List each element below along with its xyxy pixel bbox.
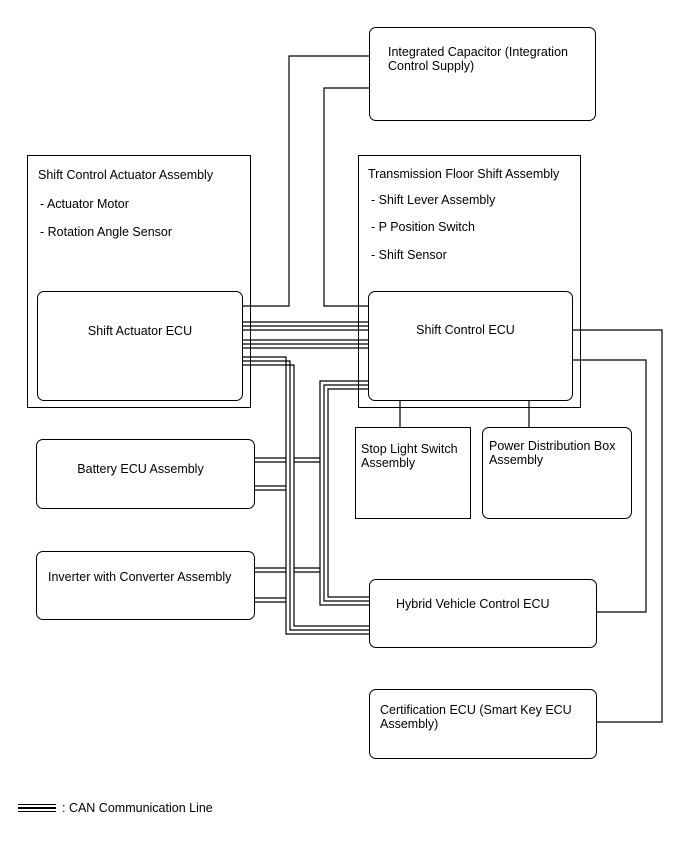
stop-light-switch-assembly-box: Stop Light Switch Assembly	[355, 427, 471, 519]
shift-actuator-ecu-label: Shift Actuator ECU	[87, 324, 193, 338]
integrated-capacitor-box: Integrated Capacitor (Integration Contro…	[369, 27, 596, 121]
actuator-motor-item: - Actuator Motor	[40, 197, 129, 211]
battery-ecu-assembly-label: Battery ECU Assembly	[77, 462, 204, 476]
can-line-legend-label: : CAN Communication Line	[62, 801, 213, 815]
power-distribution-box-assembly-label: Power Distribution Box Assembly	[489, 439, 616, 467]
integrated-capacitor-label: Integrated Capacitor (Integration Contro…	[388, 45, 568, 73]
shift-control-ecu-box: Shift Control ECU	[368, 291, 573, 401]
shift-control-actuator-assembly-group: Shift Control Actuator Assembly - Actuat…	[27, 155, 251, 408]
rotation-angle-sensor-item: - Rotation Angle Sensor	[40, 225, 173, 239]
certification-ecu-label: Certification ECU (Smart Key ECU Assembl…	[380, 703, 572, 731]
shift-sensor-item: - Shift Sensor	[371, 248, 447, 262]
inverter-with-converter-assembly-box: Inverter with Converter Assembly	[36, 551, 255, 620]
can-bus-actuator-to-control	[242, 321, 368, 349]
transmission-floor-shift-assembly-title: Transmission Floor Shift Assembly	[368, 167, 560, 181]
power-distribution-box-assembly-box: Power Distribution Box Assembly	[482, 427, 632, 519]
can-bus-left-vertical	[242, 356, 370, 635]
hybrid-vehicle-control-ecu-box: Hybrid Vehicle Control ECU	[369, 579, 597, 648]
p-position-switch-item: - P Position Switch	[371, 220, 475, 234]
capacitor-to-shift-control-line	[323, 87, 370, 307]
battery-ecu-assembly-box: Battery ECU Assembly	[36, 439, 255, 509]
can-bus-right-vertical	[294, 380, 370, 606]
control-to-certification-line	[572, 329, 663, 723]
shift-actuator-ecu-box: Shift Actuator ECU	[37, 291, 243, 401]
stop-light-switch-assembly-label: Stop Light Switch Assembly	[361, 442, 458, 470]
shift-control-ecu-label: Shift Control ECU	[416, 323, 515, 337]
transmission-floor-shift-assembly-group: Transmission Floor Shift Assembly - Shif…	[358, 155, 581, 408]
certification-ecu-box: Certification ECU (Smart Key ECU Assembl…	[369, 689, 597, 759]
control-to-hv-line	[572, 359, 647, 613]
can-line-legend-symbol	[18, 804, 56, 814]
shift-control-actuator-assembly-title: Shift Control Actuator Assembly	[38, 168, 214, 182]
capacitor-to-shift-actuator-line	[242, 55, 370, 307]
shift-lever-assembly-item: - Shift Lever Assembly	[371, 193, 496, 207]
inverter-with-converter-assembly-label: Inverter with Converter Assembly	[48, 570, 232, 584]
hybrid-vehicle-control-ecu-label: Hybrid Vehicle Control ECU	[396, 597, 550, 611]
